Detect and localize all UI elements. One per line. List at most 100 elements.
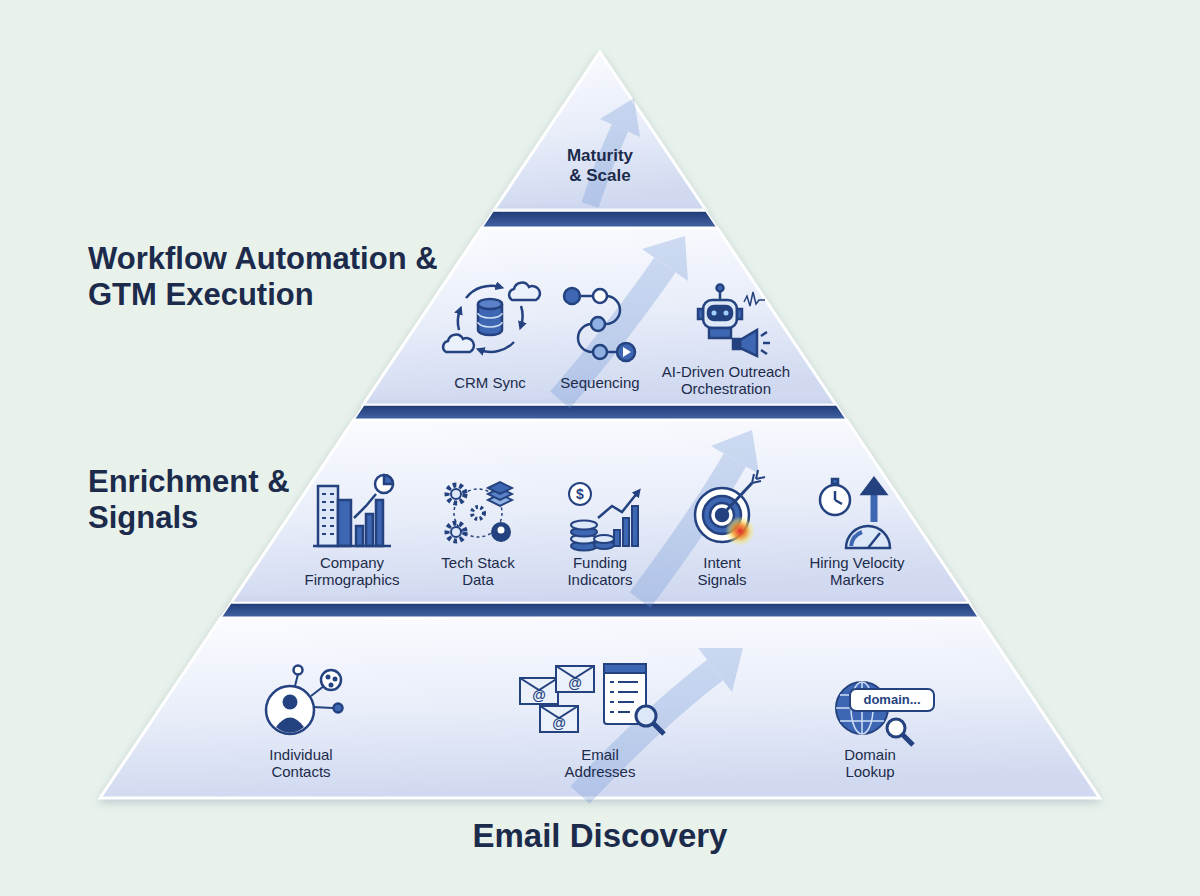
tech-stack-icon-part: [488, 488, 512, 500]
item-label: AI-Driven Outreach Orchestration: [651, 363, 801, 398]
firmographics-icon-part: [338, 500, 351, 546]
ai-robot-icon-part: [740, 330, 757, 356]
crm-sync-icon-part: [443, 335, 474, 352]
funding-icon: [569, 483, 638, 551]
ai-robot-icon-part: [703, 300, 737, 328]
funding-icon-part: [594, 541, 614, 549]
firmographics-icon-part: [376, 500, 383, 546]
contact-icon-part: [294, 666, 303, 675]
funding-icon-part: [571, 521, 597, 530]
funding-icon-part: [632, 506, 638, 546]
tech-stack-icon-part: [472, 507, 484, 519]
intent-target-icon-part: [716, 509, 728, 521]
crm-sync-icon-part: [521, 306, 523, 326]
email-icon-part: [556, 666, 594, 678]
tech-stack-icon-part: [447, 485, 465, 503]
growth-arrows-part: [600, 98, 640, 137]
email-icon-part: [653, 723, 664, 734]
domain-icon-part: [902, 734, 913, 745]
ai-robot-icon-part: [737, 309, 742, 319]
tier-heading: Workflow Automation & GTM Execution: [88, 241, 448, 312]
funding-icon-part: [614, 530, 620, 546]
domain-icon-part: [836, 682, 888, 734]
sequencing-icon-part: [572, 296, 620, 352]
contact-icon-part: [329, 683, 334, 688]
ai-robot-icon-part: [708, 306, 732, 320]
email-icon-part: [604, 664, 646, 673]
firmographics-icon: [313, 475, 393, 546]
contact-icon-part: [283, 695, 298, 710]
item-label: Sequencing: [550, 374, 650, 391]
email-icon-part: [540, 706, 578, 732]
crm-sync-icon-part: [478, 304, 502, 335]
pyramid-tier: Workflow Automation & GTM ExecutionCRM S…: [363, 211, 836, 405]
sequencing-icon: [564, 288, 635, 361]
tier-heading: Email Discovery: [390, 817, 810, 855]
contact-icon-part: [321, 670, 341, 690]
tier-face: [494, 52, 706, 210]
crm-sync-icon-part: [466, 286, 500, 298]
funding-icon-part: [623, 518, 629, 546]
domain-icon-part: [850, 689, 934, 711]
firmographics-icon-part: [366, 514, 373, 546]
growth-arrows-part: [640, 460, 735, 600]
ai-robot-icon-part: [719, 291, 722, 300]
email-icon-part: [556, 666, 594, 692]
growth-arrows-part: [580, 670, 715, 795]
item-label: Funding Indicators: [555, 554, 645, 589]
firmographics-icon-part: [313, 545, 391, 548]
sequencing-icon-part: [623, 347, 631, 357]
firmographics-icon-part: [356, 526, 363, 546]
firmographics-icon-part: [318, 486, 338, 546]
contact-icon-part: [334, 704, 343, 713]
email-icon-part: [604, 664, 646, 724]
pyramid-tier: Individual ContactsEmail AddressesDomain…: [100, 603, 1100, 798]
domain-icon-part: [887, 719, 905, 737]
item-label: Hiring Velocity Markers: [792, 554, 922, 589]
tech-stack-icon-part: [488, 494, 512, 506]
sequencing-icon-part: [617, 343, 635, 361]
firmographics-icon-part: [322, 494, 334, 534]
funding-icon-part: [571, 528, 597, 537]
hiring-velocity-icon: [820, 478, 890, 548]
contact-icon-part: [326, 675, 331, 680]
email-icon-part: [610, 682, 638, 712]
domain-icon-part: [836, 682, 888, 734]
ai-robot-icon-part: [698, 309, 703, 319]
hiring-velocity-icon-part: [820, 485, 850, 515]
tier-heading: Enrichment & Signals: [88, 464, 348, 535]
domain-icon: [836, 682, 934, 745]
contact-icon-part: [266, 686, 314, 734]
tech-stack-icon-part: [451, 489, 461, 499]
growth-arrows: [560, 98, 759, 795]
email-icon-part: [636, 706, 656, 726]
intent-target-icon-part: [710, 503, 734, 527]
tech-stack-icon-part: [451, 527, 461, 537]
item-label: Domain Lookup: [830, 746, 910, 781]
email-icon-part: [520, 678, 558, 690]
hiring-velocity-icon-part: [835, 491, 842, 504]
crm-sync-icon: [443, 283, 540, 352]
ai-robot-icon: [698, 285, 770, 357]
item-label: Individual Contacts: [256, 746, 346, 781]
domain-icon-part: [851, 682, 873, 734]
ai-robot-icon-part: [712, 311, 717, 316]
ai-robot-icon-part: [724, 311, 729, 316]
icon-text: domain...: [852, 692, 932, 708]
growth-arrows-part: [711, 430, 759, 474]
icon-text: @: [529, 687, 549, 704]
icon-text: $: [570, 486, 590, 503]
growth-arrows-part: [698, 648, 743, 692]
intent-target-icon: [695, 470, 765, 546]
contact-icon-part: [295, 674, 333, 708]
item-label: Intent Signals: [687, 554, 757, 589]
sequencing-icon-part: [564, 288, 580, 304]
contact-icon-part: [333, 677, 338, 682]
tier-shape: [494, 52, 706, 210]
tier-edge: [482, 211, 718, 228]
contact-icon-part: [276, 718, 304, 733]
tech-stack-icon-part: [447, 523, 465, 541]
growth-arrows-part: [560, 265, 665, 400]
firmographics-icon-part: [354, 494, 376, 518]
ai-robot-icon-part: [709, 328, 731, 338]
